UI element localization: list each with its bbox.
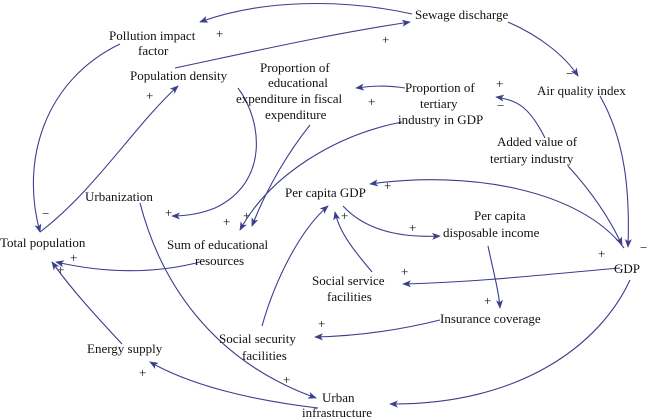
node-energy-supply-line-1: Energy supply <box>87 341 163 356</box>
node-social-service-facilities: Social service facilities <box>312 273 388 304</box>
sign-plus-eduexp: + <box>368 94 375 109</box>
node-sewage-discharge-line-1: Sewage discharge <box>415 7 508 22</box>
node-total-population-line-1: Total population <box>0 235 86 250</box>
node-insurance-coverage: Insurance coverage <box>440 311 541 326</box>
sign-plus-energy: + <box>139 365 146 380</box>
node-urbanization-line-1: Urbanization <box>85 189 153 204</box>
sign-minus-totalpop: − <box>42 206 49 221</box>
node-sum-edu-line-2: resources <box>195 253 244 268</box>
edge-insurance-to-socialsecurity <box>314 319 441 341</box>
node-pollution-impact-factor-line-2: factor <box>138 43 169 58</box>
edge-popdensity-to-sumedu <box>171 87 257 220</box>
node-prop-tertiary-line-2: tertiary <box>420 96 458 111</box>
node-prop-edu-line-3: expenditure in fiscal <box>236 91 343 106</box>
node-total-population: Total population <box>0 235 86 250</box>
node-pollution-impact-factor-line-1: Pollution impact <box>109 28 196 43</box>
polarity-signs: + + − + + − + − + + + + + + + + + − + + … <box>42 26 647 387</box>
sign-plus-socialsecurity: + <box>318 316 325 331</box>
node-per-capita-gdp-line-1: Per capita GDP <box>285 185 366 200</box>
edges <box>32 3 632 409</box>
node-urban-infrastructure: Urban infrastructure <box>302 390 372 420</box>
sign-minus-airquality: − <box>566 66 573 81</box>
edge-socialservice-to-percapitagdp <box>333 211 373 273</box>
node-insurance-coverage-line-1: Insurance coverage <box>440 311 541 326</box>
sign-plus-sumedu-b: + <box>243 208 250 223</box>
node-energy-supply: Energy supply <box>87 341 163 356</box>
node-urban-infra-line-1: Urban <box>322 390 355 405</box>
sign-plus-percapitagdp: + <box>384 178 391 193</box>
edge-gdp-to-socialservice <box>402 267 621 288</box>
edge-percapitagdp-to-income <box>342 205 441 240</box>
edge-sewage-to-pollution <box>199 3 413 23</box>
sign-plus-sewage: + <box>382 32 389 47</box>
node-social-security-line-1: Social security <box>219 331 296 346</box>
node-sum-edu-line-1: Sum of educational <box>167 237 268 252</box>
node-added-value-tertiary-industry: Added value of tertiary industry <box>490 134 580 166</box>
node-per-capita-income-line-2: disposable income <box>443 225 540 240</box>
node-urbanization: Urbanization <box>85 189 153 204</box>
nodes: Sewage discharge Pollution impact factor… <box>0 7 640 420</box>
node-added-value-line-2: tertiary industry <box>490 151 574 166</box>
sign-plus-gdp: + <box>598 246 605 261</box>
edge-socialsecurity-to-percapitagdp <box>261 205 329 327</box>
edge-sumedu-to-totalpop <box>55 260 201 272</box>
edge-gdp-to-percapitagdp <box>369 179 625 249</box>
edge-addedvalue-to-tertiary <box>495 94 546 139</box>
node-sewage-discharge: Sewage discharge <box>415 7 508 22</box>
node-proportion-tertiary-industry: Proportion of tertiary industry in GDP <box>398 80 483 127</box>
sign-plus-popdensity: + <box>146 88 153 103</box>
sign-plus-totalpop-a: + <box>70 250 77 265</box>
sign-plus-tertiary: + <box>496 76 503 91</box>
node-prop-edu-line-4: expenditure <box>265 107 327 122</box>
node-prop-edu-line-2: educational <box>268 75 328 90</box>
edge-totalpop-to-popdensity <box>39 85 179 233</box>
sign-plus-insurance: + <box>484 293 491 308</box>
node-sum-educational-resources: Sum of educational resources <box>167 237 271 268</box>
node-per-capita-disposable-income: Per capita disposable income <box>443 208 540 240</box>
node-social-service-line-1: Social service <box>312 273 385 288</box>
sign-plus-sumedu-a: + <box>223 214 230 229</box>
node-proportion-educational-expenditure: Proportion of educational expenditure in… <box>236 60 345 122</box>
node-urban-infra-line-2: infrastructure <box>302 405 372 420</box>
node-per-capita-gdp: Per capita GDP <box>285 185 366 200</box>
sign-plus-pollution: + <box>216 26 223 41</box>
node-air-quality-index-line-1: Air quality index <box>537 83 626 98</box>
sign-minus-tertiary: − <box>497 98 504 113</box>
node-social-security-line-2: facilities <box>242 348 287 363</box>
edge-airquality-to-gdp <box>599 95 632 248</box>
edge-popdensity-to-sewage <box>174 19 411 69</box>
sign-plus-income: + <box>409 220 416 235</box>
node-prop-tertiary-line-3: industry in GDP <box>398 112 483 127</box>
edge-urbaninfra-to-energy <box>149 361 319 409</box>
node-social-service-line-2: facilities <box>327 289 372 304</box>
edge-tertiary-to-eduexp <box>355 83 406 91</box>
node-prop-tertiary-line-1: Proportion of <box>405 80 475 95</box>
node-gdp-line-1: GDP <box>614 261 640 276</box>
edge-sewage-to-airquality <box>507 21 579 77</box>
node-pollution-impact-factor: Pollution impact factor <box>109 28 199 58</box>
node-air-quality-index: Air quality index <box>537 83 626 98</box>
node-population-density: Population density <box>130 68 228 83</box>
sign-minus-gdp: − <box>640 240 647 255</box>
sign-plus-percapitagdp-out: + <box>341 208 348 223</box>
node-prop-edu-line-1: Proportion of <box>260 60 330 75</box>
sign-plus-socialservice: + <box>401 264 408 279</box>
node-gdp: GDP <box>614 261 640 276</box>
edge-tertiary-to-sumedu <box>239 121 403 231</box>
edge-urbanization-to-urbaninfra <box>139 202 317 399</box>
sign-plus-urbaninfra: + <box>283 372 290 387</box>
node-added-value-line-1: Added value of <box>497 134 578 149</box>
edge-energy-to-totalpop <box>51 261 123 345</box>
edge-gdp-to-urbaninfra <box>389 279 631 408</box>
node-population-density-line-1: Population density <box>130 68 228 83</box>
edge-eduexp-to-sumedu <box>251 124 311 227</box>
node-per-capita-income-line-1: Per capita <box>474 208 526 223</box>
edge-addedvalue-to-gdp <box>567 165 623 246</box>
sign-plus-totalpop-b: + <box>57 262 64 277</box>
edge-income-to-insurance <box>487 245 504 309</box>
edge-pollution-to-totalpop <box>32 43 121 233</box>
sign-plus-urbanization: + <box>165 205 172 220</box>
node-social-security-facilities: Social security facilities <box>219 331 299 363</box>
